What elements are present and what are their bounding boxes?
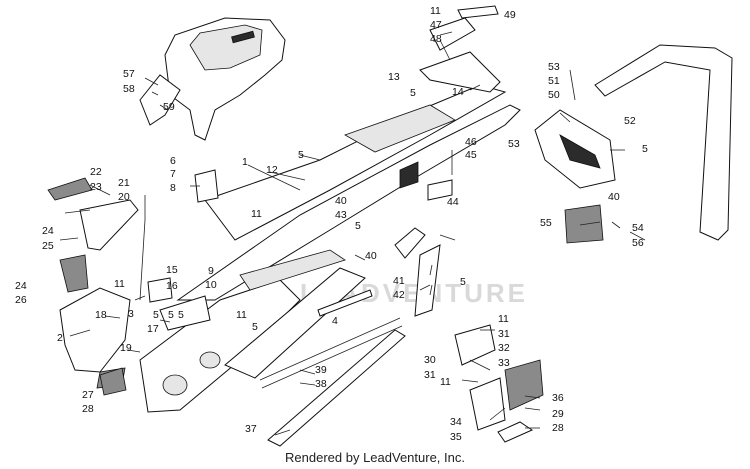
footer-credit: Rendered by LeadVenture, Inc.: [285, 450, 465, 465]
callout-5b: 5: [410, 87, 416, 99]
callout-28b: 28: [552, 422, 564, 434]
callout-24a: 24: [42, 225, 54, 237]
callout-36: 36: [552, 392, 564, 404]
callout-55: 55: [540, 217, 552, 229]
callout-40c: 40: [608, 191, 620, 203]
callout-11f: 11: [440, 376, 451, 388]
callout-22: 22: [90, 166, 102, 178]
callout-11d: 11: [430, 5, 441, 17]
callout-9: 9: [208, 265, 214, 277]
callout-50: 50: [548, 89, 560, 101]
callout-21: 21: [118, 177, 130, 189]
callout-33: 33: [498, 357, 510, 369]
callout-11b: 11: [114, 278, 125, 290]
callout-11e: 11: [498, 313, 509, 325]
callout-32: 32: [498, 342, 510, 354]
callout-37: 37: [245, 423, 257, 435]
callout-17: 17: [147, 323, 159, 335]
callout-5a: 5: [298, 149, 304, 161]
callout-45: 45: [465, 149, 477, 161]
callout-29: 29: [552, 408, 564, 420]
callout-31b: 31: [424, 369, 436, 381]
leader-lines: [59, 31, 646, 436]
callout-42: 42: [393, 289, 405, 301]
callout-25: 25: [42, 240, 54, 252]
callout-31a: 31: [498, 328, 510, 340]
callout-51: 51: [548, 75, 560, 87]
callout-34: 34: [450, 416, 462, 428]
tunnel-part: [176, 51, 521, 301]
callout-27: 27: [82, 389, 94, 401]
callout-19: 19: [120, 342, 132, 354]
callout-11c: 11: [236, 309, 247, 321]
callout-5g: 5: [642, 143, 648, 155]
callout-12: 12: [266, 164, 278, 176]
callout-14: 14: [452, 86, 464, 98]
callout-23: 23: [90, 181, 102, 193]
callout-2: 2: [57, 332, 63, 344]
callout-47: 47: [430, 19, 442, 31]
callout-58: 58: [123, 83, 135, 95]
callout-5e: 5: [252, 321, 258, 333]
callout-10: 10: [205, 279, 217, 291]
callout-52: 52: [624, 115, 636, 127]
callout-56: 56: [632, 237, 644, 249]
rear-bumper-part: [429, 5, 733, 244]
callout-40a: 40: [335, 195, 347, 207]
callout-44: 44: [447, 196, 459, 208]
callout-5f: 5: [460, 276, 466, 288]
callout-59: 59: [163, 101, 175, 113]
callout-labels: 1 2 3 4 5 5 5 5 5 5 5 5 5 6 7 8 9 10 11 …: [15, 5, 648, 443]
callout-1: 1: [242, 156, 248, 168]
callout-49: 49: [504, 9, 516, 21]
callout-35: 35: [450, 431, 462, 443]
callout-57: 57: [123, 68, 135, 80]
callout-54: 54: [632, 222, 644, 234]
callout-53a: 53: [548, 61, 560, 73]
callout-43: 43: [335, 209, 347, 221]
callout-16: 16: [166, 280, 178, 292]
callout-26: 26: [15, 294, 27, 306]
callout-28a: 28: [82, 403, 94, 415]
left-frame-part: [59, 279, 301, 413]
seat-part: [139, 17, 286, 141]
callout-8: 8: [170, 182, 176, 194]
callout-38: 38: [315, 378, 327, 390]
callout-41: 41: [393, 275, 405, 287]
callout-30: 30: [424, 354, 436, 366]
callout-5d: 5: [153, 309, 159, 321]
callout-18: 18: [95, 309, 107, 321]
callout-40b: 40: [365, 250, 377, 262]
callout-5h: 5: [168, 309, 174, 321]
callout-6: 6: [170, 155, 176, 167]
callout-13: 13: [388, 71, 400, 83]
heat-exchanger-part: [239, 227, 441, 317]
callout-5i: 5: [178, 309, 184, 321]
callout-24b: 24: [15, 280, 27, 292]
callout-53b: 53: [508, 138, 520, 150]
callout-48: 48: [430, 33, 442, 45]
callout-11a: 11: [251, 208, 262, 220]
callout-15: 15: [166, 264, 178, 276]
callout-46: 46: [465, 136, 477, 148]
callout-4: 4: [332, 315, 338, 327]
callout-20: 20: [118, 191, 130, 203]
callout-39: 39: [315, 364, 327, 376]
callout-5c: 5: [355, 220, 361, 232]
bracket-parts: [47, 169, 544, 443]
callout-3: 3: [128, 308, 134, 320]
callout-7: 7: [170, 168, 176, 180]
running-board-part: [224, 267, 406, 447]
